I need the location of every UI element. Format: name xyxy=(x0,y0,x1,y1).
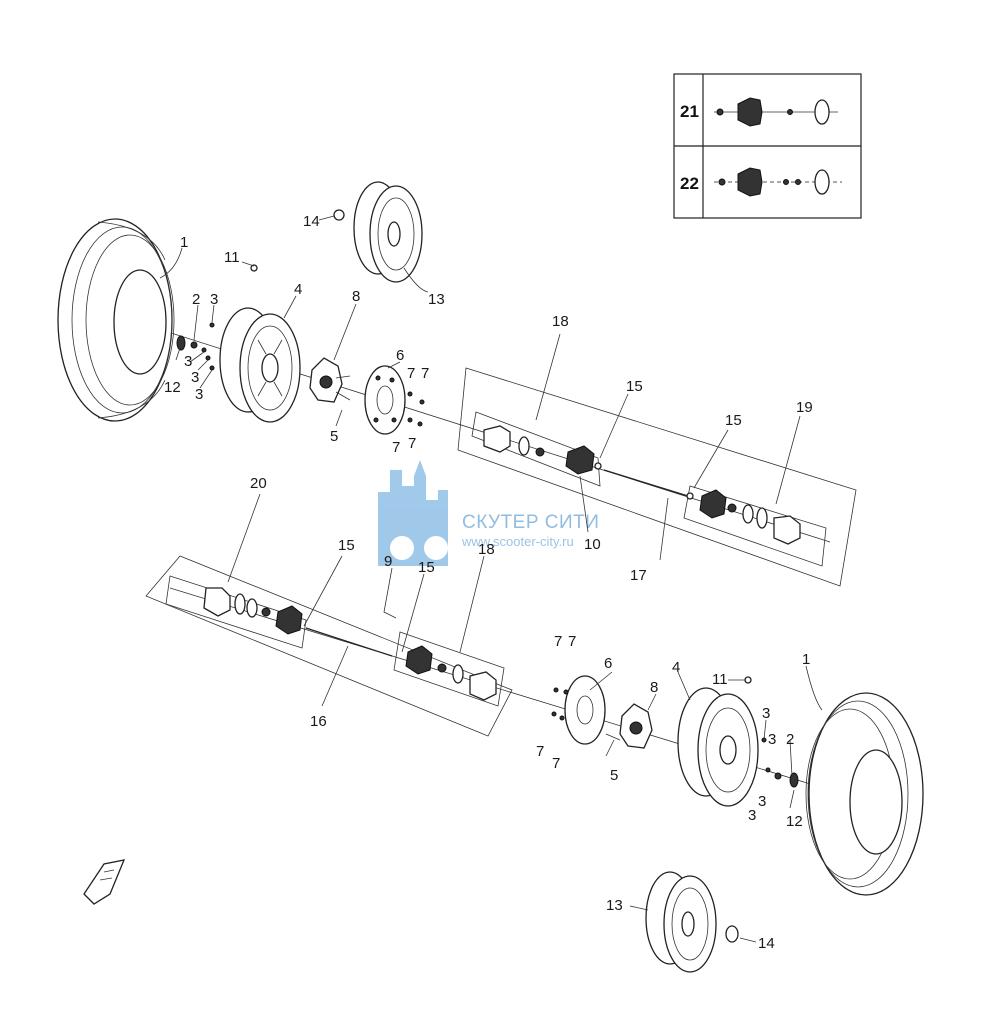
watermark-url: www.scooter-city.ru xyxy=(461,534,574,549)
bottom-tire xyxy=(805,692,924,896)
callout-top-2: 2 xyxy=(192,291,200,308)
callout-bottom-8: 8 xyxy=(650,679,658,696)
callout-bottom-14: 14 xyxy=(758,935,775,952)
callout-top-7a: 7 xyxy=(407,365,415,382)
callout-top-18: 18 xyxy=(552,313,569,330)
callout-bottom-3c: 3 xyxy=(758,793,766,810)
callout-top-15a: 15 xyxy=(626,378,643,395)
leader-lines-bottom xyxy=(227,493,823,943)
callout-top-7b: 7 xyxy=(421,365,429,382)
callout-bottom-18: 18 xyxy=(478,541,495,558)
callout-bottom-11: 11 xyxy=(712,671,728,688)
callout-bottom-3a: 3 xyxy=(762,705,770,722)
callout-top-7d: 7 xyxy=(408,435,416,452)
top-spare-rim xyxy=(333,181,423,283)
top-hub-fasteners xyxy=(176,322,215,371)
callout-bottom-16: 16 xyxy=(310,713,327,730)
legend-label-22: 22 xyxy=(680,174,699,193)
top-hub xyxy=(309,357,351,403)
callout-bottom-7d: 7 xyxy=(552,755,560,772)
legend-box: 21 22 xyxy=(673,73,862,219)
callout-top-3b: 3 xyxy=(184,353,192,370)
callout-top-6: 6 xyxy=(396,347,404,364)
callout-bottom-7a: 7 xyxy=(554,633,562,650)
top-shaft-group xyxy=(457,367,857,587)
callout-bottom-6: 6 xyxy=(604,655,612,672)
callout-top-11: 11 xyxy=(224,249,240,266)
top-brake-disc xyxy=(364,365,425,435)
joint-assembly-icon-22 xyxy=(714,167,842,197)
watermark-title: СКУТЕР СИТИ xyxy=(462,512,599,533)
callout-bottom-3d: 3 xyxy=(748,807,756,824)
callout-top-10: 10 xyxy=(584,536,601,553)
callout-top-3d: 3 xyxy=(195,386,203,403)
callout-bottom-13: 13 xyxy=(606,897,623,914)
bottom-shaft-group xyxy=(145,555,513,737)
top-rim xyxy=(219,264,301,423)
callout-top-14: 14 xyxy=(303,213,320,230)
watermark-logo: СКУТЕР СИТИ www.scooter-city.ru xyxy=(378,460,599,566)
callout-bottom-20: 20 xyxy=(250,475,267,492)
joint-assembly-icon-21 xyxy=(714,97,838,127)
callout-top-19: 19 xyxy=(796,399,813,416)
leader-lines xyxy=(159,215,801,561)
callout-top-3a: 3 xyxy=(210,291,218,308)
callout-top-1: 1 xyxy=(180,234,188,251)
callout-bottom-2: 2 xyxy=(786,731,794,748)
callout-bottom-3b: 3 xyxy=(768,731,776,748)
callout-bottom-9: 9 xyxy=(384,553,392,570)
callout-bottom-4: 4 xyxy=(672,659,680,676)
callout-top-5: 5 xyxy=(330,428,338,445)
callout-bottom-15a: 15 xyxy=(338,537,355,554)
callout-top-15b: 15 xyxy=(725,412,742,429)
callout-top-3c: 3 xyxy=(191,369,199,386)
callout-bottom-7b: 7 xyxy=(568,633,576,650)
bottom-brake-disc xyxy=(551,675,606,745)
callout-bottom-5: 5 xyxy=(610,767,618,784)
callout-top-4: 4 xyxy=(294,281,302,298)
bottom-hub xyxy=(605,703,653,749)
bottom-spare-rim xyxy=(645,871,739,973)
callout-bottom-1: 1 xyxy=(802,651,810,668)
callout-top-8: 8 xyxy=(352,288,360,305)
callout-bottom-12: 12 xyxy=(786,813,803,830)
top-tire xyxy=(57,218,175,422)
callout-top-13: 13 xyxy=(428,291,445,308)
legend-label-21: 21 xyxy=(680,102,699,121)
callout-top-7c: 7 xyxy=(392,439,400,456)
front-direction-arrow-icon xyxy=(83,859,126,905)
callout-bottom-15b: 15 xyxy=(418,559,435,576)
callout-bottom-7c: 7 xyxy=(536,743,544,760)
callout-top-12: 12 xyxy=(164,379,181,396)
bottom-rim xyxy=(677,676,799,807)
callout-top-17: 17 xyxy=(630,567,647,584)
